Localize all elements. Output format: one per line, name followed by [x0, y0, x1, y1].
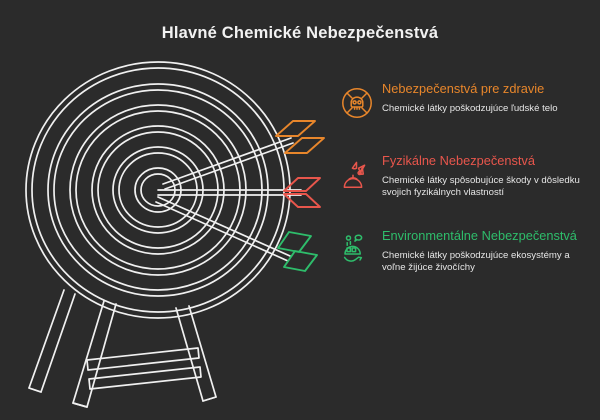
target-rings — [25, 61, 291, 319]
hard-hat-explosion-icon — [336, 154, 378, 196]
hazard-item-physical[interactable]: Fyzikálne Nebezpečenstvá Chemické látky … — [336, 152, 594, 199]
skull-in-circle-icon — [336, 82, 378, 124]
hazard-item-physical-body: Fyzikálne Nebezpečenstvá Chemické látky … — [378, 152, 590, 199]
hazard-heading-physical: Fyzikálne Nebezpečenstvá — [382, 153, 535, 168]
tripod-legs — [28, 289, 217, 408]
dead-aquatic-life-icon — [336, 229, 378, 271]
hazard-item-health[interactable]: Nebezpečenstvá pre zdravie Chemické látk… — [336, 80, 594, 124]
hazard-item-health-body: Nebezpečenstvá pre zdravie Chemické látk… — [378, 80, 558, 115]
arrow-shafts — [155, 137, 302, 262]
target-svg — [25, 61, 325, 408]
hazard-description-health: Chemické látky poškodzujúce ľudské telo — [382, 102, 558, 114]
hazard-list: Nebezpečenstvá pre zdravie Chemické látk… — [336, 78, 594, 275]
hazard-heading-health: Nebezpečenstvá pre zdravie — [382, 81, 545, 96]
red-arrow-fletching — [283, 177, 321, 208]
archery-target-illustration — [8, 58, 338, 408]
hazard-item-environmental[interactable]: Environmentálne Nebezpečenstvá Chemické … — [336, 227, 594, 274]
hazard-description-environmental: Chemické látky poškodzujúce ekosystémy a… — [382, 249, 570, 274]
hazard-item-environmental-body: Environmentálne Nebezpečenstvá Chemické … — [378, 227, 590, 274]
hazard-description-physical: Chemické látky spôsobujúce škody v dôsle… — [382, 174, 580, 198]
green-arrow-fletching — [277, 231, 318, 272]
page-title: Hlavné Chemické Nebezpečenstvá — [161, 24, 439, 42]
tripod-cross-braces — [86, 347, 202, 390]
hazard-heading-environmental: Environmentálne Nebezpečenstvá — [382, 228, 577, 244]
orange-arrow-fletching — [275, 120, 325, 154]
